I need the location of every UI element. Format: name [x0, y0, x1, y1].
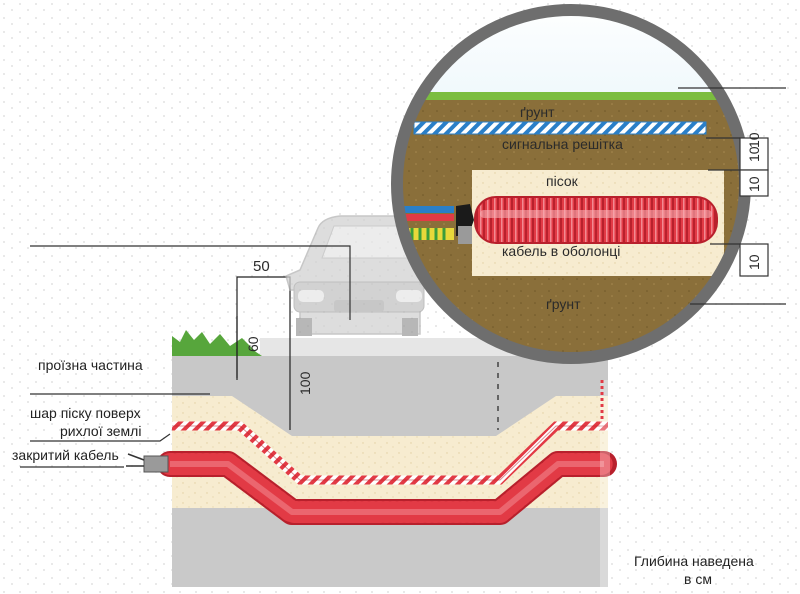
dimension-lines: [236, 276, 499, 430]
cable-wires: [126, 453, 145, 467]
trench-bottom-soil: [172, 508, 608, 587]
detail-label-signal-grid: сигнальна решітка: [502, 136, 623, 152]
detail-label-soil-bottom: ґрунт: [546, 296, 581, 312]
depth-note-line1: Глибина наведена: [634, 553, 754, 569]
dim-50: 50: [253, 258, 270, 275]
dim-box-text-4: 10: [746, 254, 762, 270]
cable-end-connector: [143, 455, 169, 473]
detail-circle: ґрунт сигнальна решітка пісок кабель в о…: [391, 4, 751, 364]
detail-cable: [476, 198, 716, 242]
detail-label-cable-sheath: кабель в оболонці: [502, 243, 620, 259]
label-covered-cable: закритий кабель: [12, 447, 119, 463]
detail-label-soil-top: ґрунт: [520, 104, 555, 120]
detail-label-sand: пісок: [546, 173, 579, 189]
label-sand-layer-2: рихлої землі: [60, 423, 141, 439]
dim-box-text-3: 10: [746, 176, 762, 192]
grass: [172, 330, 262, 356]
dim-box-3: [739, 243, 769, 277]
dim-60: 60: [245, 336, 261, 352]
label-sand-layer-1: шар піску поверх: [30, 405, 141, 421]
detail-grass: [398, 92, 744, 100]
dim-box-text-2: 10: [746, 132, 762, 148]
signal-grid: [413, 121, 707, 135]
right-dimensions: 10 10 10 10: [678, 87, 786, 305]
leader-sand-layer: [30, 433, 171, 442]
dim-box-text-1: 10: [746, 146, 762, 162]
dim-box-2: [739, 169, 769, 197]
cross-section: 50 60 100: [126, 258, 617, 587]
left-labels: проїзна частина шар піску поверх рихлої …: [12, 245, 351, 468]
label-roadway: проїзна частина: [38, 357, 143, 373]
depth-note-line2: в см: [684, 571, 712, 587]
leader-car: [30, 245, 351, 320]
dim-100: 100: [297, 371, 313, 395]
